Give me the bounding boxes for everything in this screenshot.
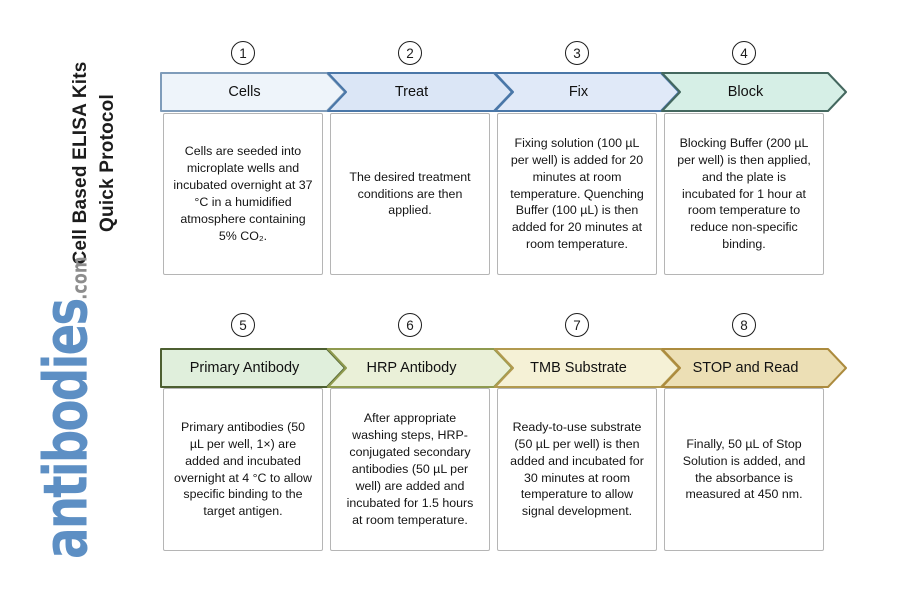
step-5-number: 5 bbox=[239, 317, 247, 333]
step-7-number: 7 bbox=[573, 317, 581, 333]
logo-text: antibodies bbox=[31, 299, 102, 559]
step-2-description-box: The desired treatment conditions are the… bbox=[330, 113, 490, 275]
step-4-arrow-shape bbox=[661, 72, 847, 112]
step-row-2: 5 Primary Antibody Primary antibodies (5… bbox=[160, 313, 860, 553]
step-6-description-box: After appropriate washing steps, HRP-con… bbox=[330, 388, 490, 551]
step-1-title: Cells bbox=[228, 84, 261, 100]
step-1: 1 Cells Cells are seeded into microplate… bbox=[160, 41, 347, 277]
step-8-number: 8 bbox=[740, 317, 748, 333]
step-5-description: Primary antibodies (50 µL per well, 1×) … bbox=[174, 419, 312, 519]
step-3-title: Fix bbox=[568, 84, 589, 100]
step-7-description: Ready-to-use substrate (50 µL per well) … bbox=[510, 419, 644, 519]
step-1-description-box: Cells are seeded into microplate wells a… bbox=[163, 113, 323, 275]
step-4-description: Blocking Buffer (200 µL per well) is the… bbox=[677, 135, 811, 252]
logo-wrap: antibodies.com bbox=[31, 256, 101, 559]
step-1-description: Cells are seeded into microplate wells a… bbox=[173, 144, 313, 243]
step-row-1: 1 Cells Cells are seeded into microplate… bbox=[160, 41, 860, 277]
step-7-title: TMB Substrate bbox=[530, 360, 627, 376]
step-8-description: Finally, 50 µL of Stop Solution is added… bbox=[682, 436, 806, 502]
step-7-number-badge: 7 bbox=[565, 313, 589, 337]
step-8-title: STOP and Read bbox=[692, 360, 799, 376]
step-4-number: 4 bbox=[740, 45, 748, 61]
step-5-title: Primary Antibody bbox=[189, 360, 300, 376]
step-2-title: Treat bbox=[394, 84, 429, 100]
step-8-description-box: Finally, 50 µL of Stop Solution is added… bbox=[664, 388, 824, 551]
step-5-number-badge: 5 bbox=[231, 313, 255, 337]
step-8-number-badge: 8 bbox=[732, 313, 756, 337]
step-6-number-badge: 6 bbox=[398, 313, 422, 337]
step-3-description-box: Fixing solution (100 µL per well) is add… bbox=[497, 113, 657, 275]
step-6-title: HRP Antibody bbox=[366, 360, 457, 376]
step-2-number: 2 bbox=[406, 45, 414, 61]
step-6: 6 HRP Antibody After appropriate washing… bbox=[327, 313, 514, 553]
step-3-number-badge: 3 bbox=[565, 41, 589, 65]
step-7: 7 TMB Substrate Ready-to-use substrate (… bbox=[494, 313, 681, 553]
step-8-arrow-shape bbox=[661, 348, 847, 388]
step-5: 5 Primary Antibody Primary antibodies (5… bbox=[160, 313, 347, 553]
step-4: 4 Block Blocking Buffer (200 µL per well… bbox=[661, 41, 848, 277]
step-3-number: 3 bbox=[573, 45, 581, 61]
step-3-description: Fixing solution (100 µL per well) is add… bbox=[510, 135, 644, 252]
step-8-arrow bbox=[661, 348, 847, 388]
step-4-title: Block bbox=[727, 84, 764, 100]
step-2: 2 Treat The desired treatment conditions… bbox=[327, 41, 514, 277]
step-7-description-box: Ready-to-use substrate (50 µL per well) … bbox=[497, 388, 657, 551]
logo-suffix: .com bbox=[67, 256, 92, 300]
step-1-number: 1 bbox=[239, 45, 247, 61]
step-4-description-box: Blocking Buffer (200 µL per well) is the… bbox=[664, 113, 824, 275]
step-6-description: After appropriate washing steps, HRP-con… bbox=[346, 411, 474, 527]
step-1-number-badge: 1 bbox=[231, 41, 255, 65]
step-2-description: The desired treatment conditions are the… bbox=[349, 169, 471, 218]
step-4-arrow bbox=[661, 72, 847, 112]
step-5-description-box: Primary antibodies (50 µL per well, 1×) … bbox=[163, 388, 323, 551]
step-2-number-badge: 2 bbox=[398, 41, 422, 65]
step-8: 8 STOP and Read Finally, 50 µL of Stop S… bbox=[661, 313, 848, 553]
step-4-number-badge: 4 bbox=[732, 41, 756, 65]
step-3: 3 Fix Fixing solution (100 µL per well) … bbox=[494, 41, 681, 277]
antibodies-logo: antibodies.com bbox=[31, 256, 109, 559]
step-6-number: 6 bbox=[406, 317, 414, 333]
